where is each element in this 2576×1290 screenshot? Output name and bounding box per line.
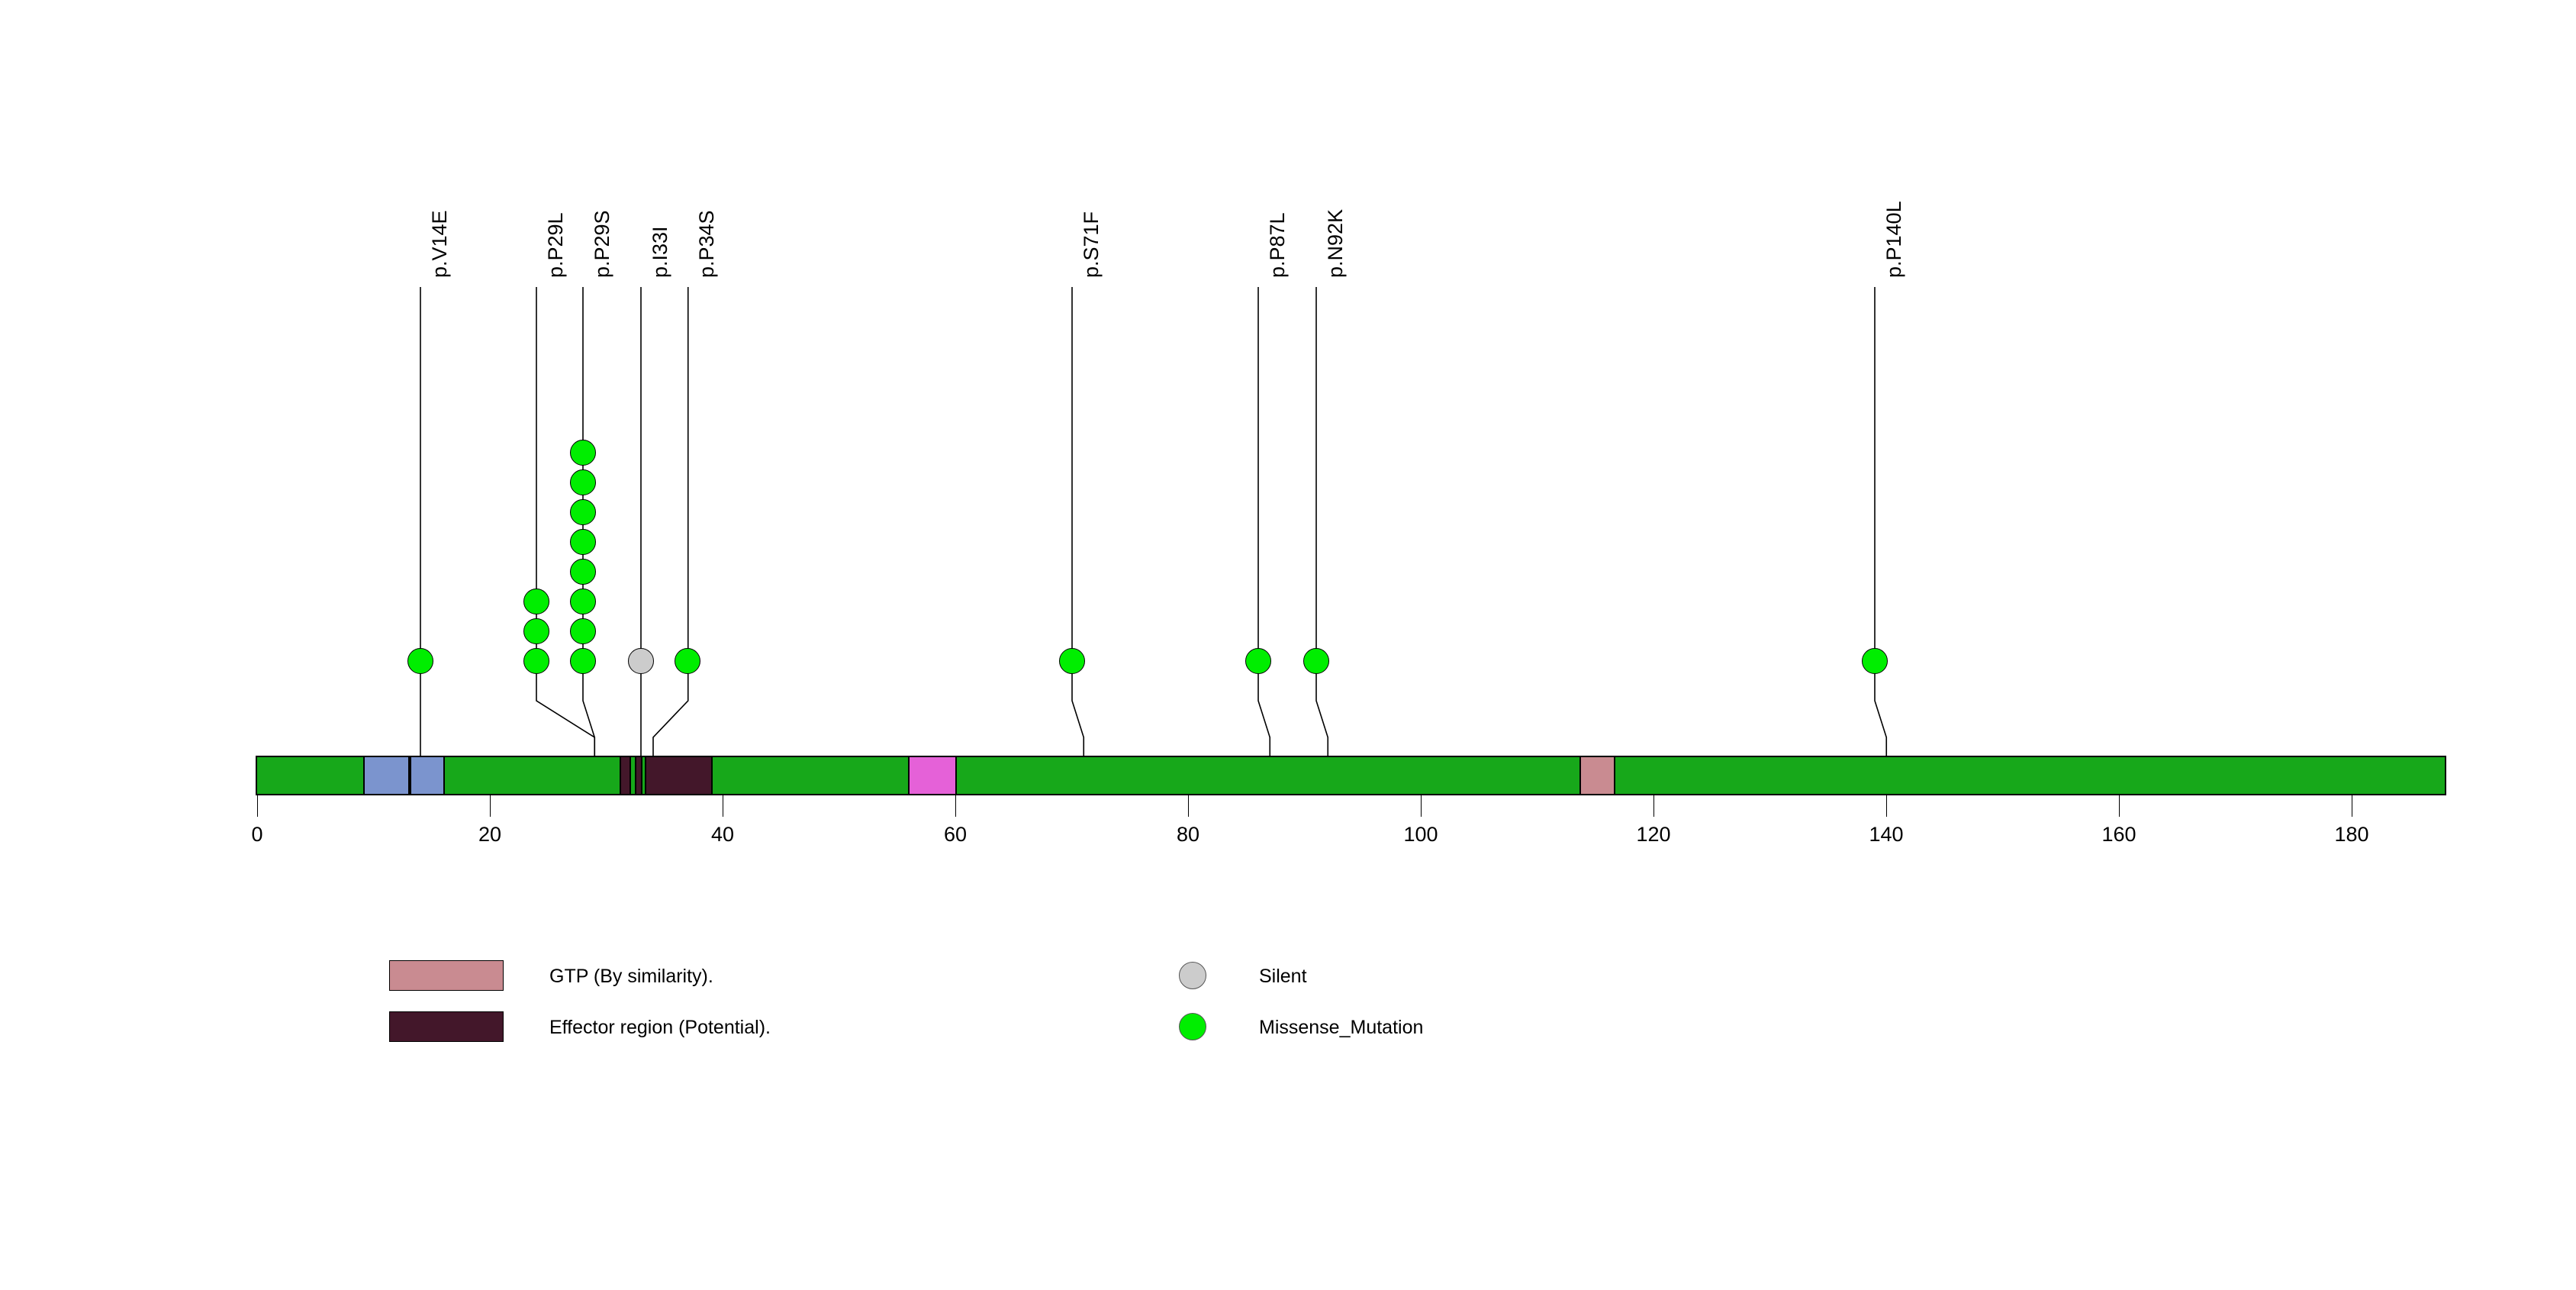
mutation-stem [1257,287,1270,756]
mutation-dot[interactable] [628,648,655,674]
mutation-dot[interactable] [570,618,596,644]
mutation-dot[interactable] [570,440,596,466]
mutation-dot[interactable] [570,469,596,495]
mutation-label: p.N92K [1323,208,1347,278]
mutation-dot[interactable] [523,589,549,614]
mutation-dot[interactable] [570,529,596,555]
mutation-dot[interactable] [675,648,701,674]
mutation-stem [1315,287,1328,756]
legend-marker [1179,1013,1206,1040]
mutation-label: p.P140L [1882,201,1905,278]
legend-label: Effector region (Potential). [549,1017,771,1038]
mutation-label: p.V14E [427,210,451,278]
mutation-label: p.P34S [695,210,719,278]
axis-tick-label: 180 [2334,823,2369,846]
protein-domain-blue-region-a [363,757,411,794]
mutation-dot[interactable] [570,589,596,614]
mutation-dot[interactable] [1302,648,1329,674]
legend-marker [1179,962,1206,989]
axis-tick-label: 60 [943,823,968,846]
mutation-label: p.P87L [1265,212,1289,278]
protein-domain-effector-a [619,757,631,794]
legend-swatch [389,960,504,991]
mutation-stem [1873,287,1887,756]
axis-tick [955,795,956,817]
mutation-label: p.S71F [1079,211,1103,278]
protein-backbone-bar [256,756,2446,795]
mutation-dot[interactable] [1058,648,1085,674]
axis-tick-label: 80 [1176,823,1200,846]
mutation-dot[interactable] [570,499,596,525]
axis-tick-label: 0 [251,823,263,846]
axis-tick-label: 100 [1403,823,1438,846]
axis-tick-label: 120 [1636,823,1671,846]
mutation-dot[interactable] [570,648,596,674]
axis-tick-label: 160 [2101,823,2136,846]
protein-domain-gtp-region [1579,757,1616,794]
mutation-dot[interactable] [570,559,596,585]
mutation-label: p.I33I [649,226,672,278]
axis-tick [1886,795,1887,817]
protein-domain-effector-b [634,757,643,794]
protein-domain-blue-region-b [410,757,445,794]
mutation-dot[interactable] [407,648,433,674]
legend-label: Silent [1259,966,1307,987]
legend-swatch [389,1011,504,1042]
mutation-dot[interactable] [523,618,549,644]
axis-tick-label: 140 [1869,823,1904,846]
mutation-stem [419,287,421,756]
protein-domain-effector-c [645,757,713,794]
protein-domain-magenta-region [907,757,957,794]
axis-tick [1188,795,1189,817]
mutation-stem [652,287,689,756]
axis-tick [1421,795,1422,817]
mutation-dot[interactable] [1861,648,1888,674]
mutation-dot[interactable] [1245,648,1271,674]
legend-label: GTP (By similarity). [549,966,713,987]
axis-tick [2119,795,2120,817]
mutation-stem [640,287,642,756]
axis-tick [1653,795,1654,817]
mutation-label: p.P29L [544,212,567,278]
axis-tick-label: 20 [478,823,502,846]
mutation-label: p.P29S [591,210,613,278]
legend-label: Missense_Mutation [1259,1017,1424,1038]
axis-tick-label: 40 [710,823,735,846]
axis-tick [257,795,258,817]
axis-tick [490,795,491,817]
mutation-dot[interactable] [523,648,549,674]
mutation-stem [1071,287,1084,756]
